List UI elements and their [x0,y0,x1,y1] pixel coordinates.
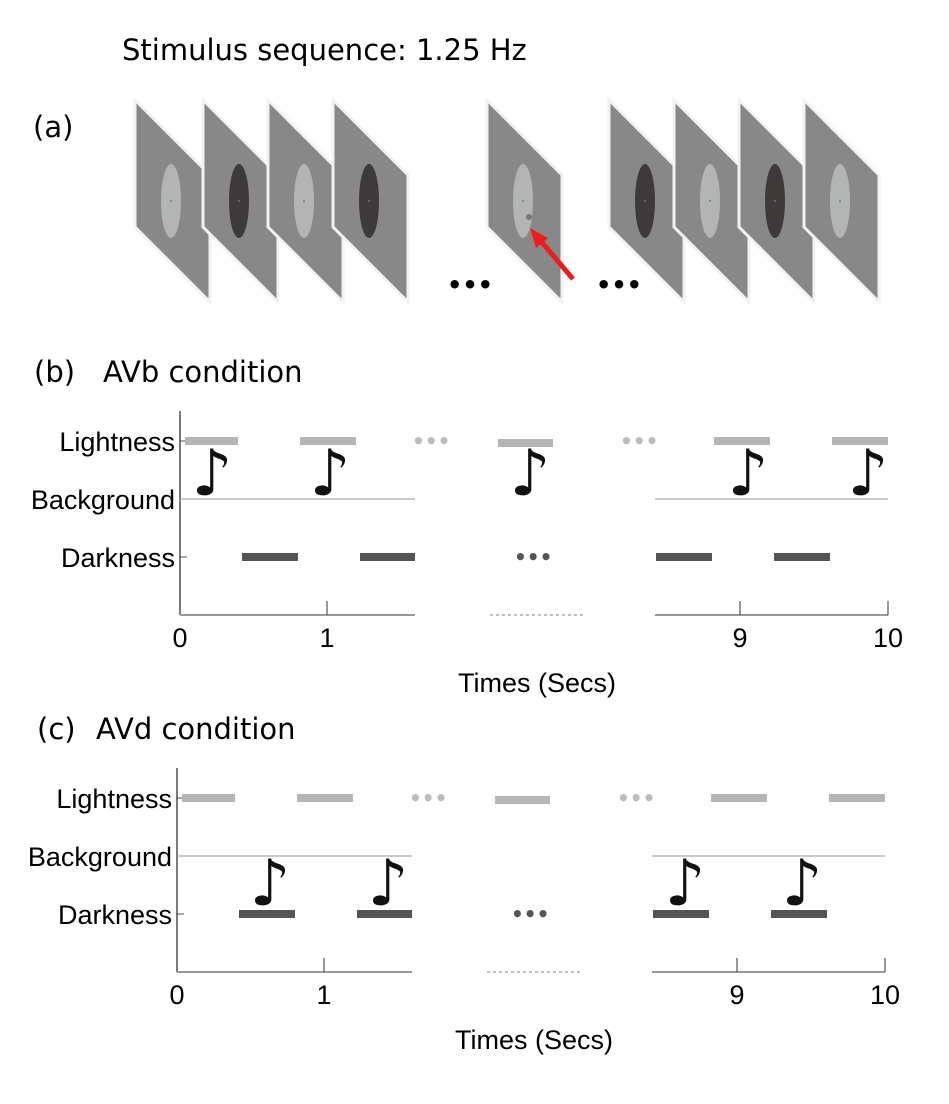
darkness-bar [357,910,412,918]
darkness-bar [656,553,712,561]
panel-b-label: (b) [34,355,75,389]
x-tick-label: 10 [870,980,900,1010]
panel-b-title: AVb condition [103,355,303,389]
darkness-bar [653,910,709,918]
darkness-bar [771,910,827,918]
fixation-dot [522,200,524,202]
music-note-icon: ♪ [192,437,233,511]
fixation-dot [839,200,841,202]
red-arrow-icon [530,228,575,281]
x-axis-title: Times (Secs) [455,1025,613,1055]
x-tick-label: 9 [729,980,744,1010]
stimulus-frame [201,96,280,306]
ellipsis-dots: ••• [412,429,450,453]
x-tick-label: 1 [316,980,331,1010]
music-note-icon: ♪ [368,847,409,921]
lightness-bar [300,437,356,445]
stimulus-frame [133,96,212,306]
x-axis-title: Times (Secs) [458,668,616,698]
lightness-bar [711,794,767,802]
x-tick-label: 0 [169,980,184,1010]
fixation-dot [238,200,240,202]
music-note-icon: ♪ [728,437,769,511]
ellipsis-dots: ••• [409,786,447,810]
fixation-dot [368,200,370,202]
stimulus-frame [737,96,816,306]
darkness-bar [242,553,298,561]
lightness-bar [185,437,238,445]
lightness-bar [832,437,888,445]
lightness-bar [297,794,353,802]
panel-c-title: AVd condition [96,712,296,746]
music-note-icon: ♪ [848,437,889,511]
fixation-dot [709,200,711,202]
row-label-darkness: Darkness [61,543,175,573]
stimulus-frame [802,96,881,306]
darkness-bar [774,553,830,561]
lightness-bar [182,794,235,802]
target-dot [526,214,532,220]
fixation-dot [644,200,646,202]
music-note-icon: ♪ [310,437,351,511]
ellipsis-dots: ••• [511,902,549,926]
stimulus-frame [607,96,686,306]
panel-a-label: (a) [33,110,73,144]
music-note-icon: ♪ [250,847,291,921]
ellipsis-dots: ••• [514,545,552,569]
row-label-background: Background [31,485,175,515]
darkness-bar [239,910,295,918]
fixation-dot [303,200,305,202]
stimulus-frame [485,96,564,306]
darkness-bar [360,553,415,561]
fixation-dot [774,200,776,202]
ellipsis-dots: ••• [620,429,658,453]
row-label-lightness: Lightness [59,427,175,457]
x-tick-label: 1 [319,623,334,653]
ellipsis-dots: ••• [617,786,655,810]
music-note-icon: ♪ [782,847,823,921]
stimulus-frame [672,96,751,306]
panel-a-title: Stimulus sequence: 1.25 Hz [122,33,527,67]
x-tick-label: 10 [873,623,903,653]
panel-c-label: (c) [37,712,76,746]
row-label-lightness: Lightness [56,784,172,814]
stimulus-frame [331,96,410,306]
stimulus-frames [133,96,881,306]
x-tick-label: 9 [732,623,747,653]
fixation-dot [170,200,172,202]
lightness-bar [829,794,885,802]
music-note-icon: ♪ [510,437,551,511]
lightness-bar [714,437,770,445]
ellipsis-1: ••• [447,271,493,299]
row-label-background: Background [28,842,172,872]
lightness-bar [495,796,550,804]
stimulus-frame [266,96,345,306]
x-tick-label: 0 [172,623,187,653]
ellipsis-2: ••• [596,271,642,299]
row-label-darkness: Darkness [58,900,172,930]
music-note-icon: ♪ [665,847,706,921]
lightness-bar [498,439,553,447]
